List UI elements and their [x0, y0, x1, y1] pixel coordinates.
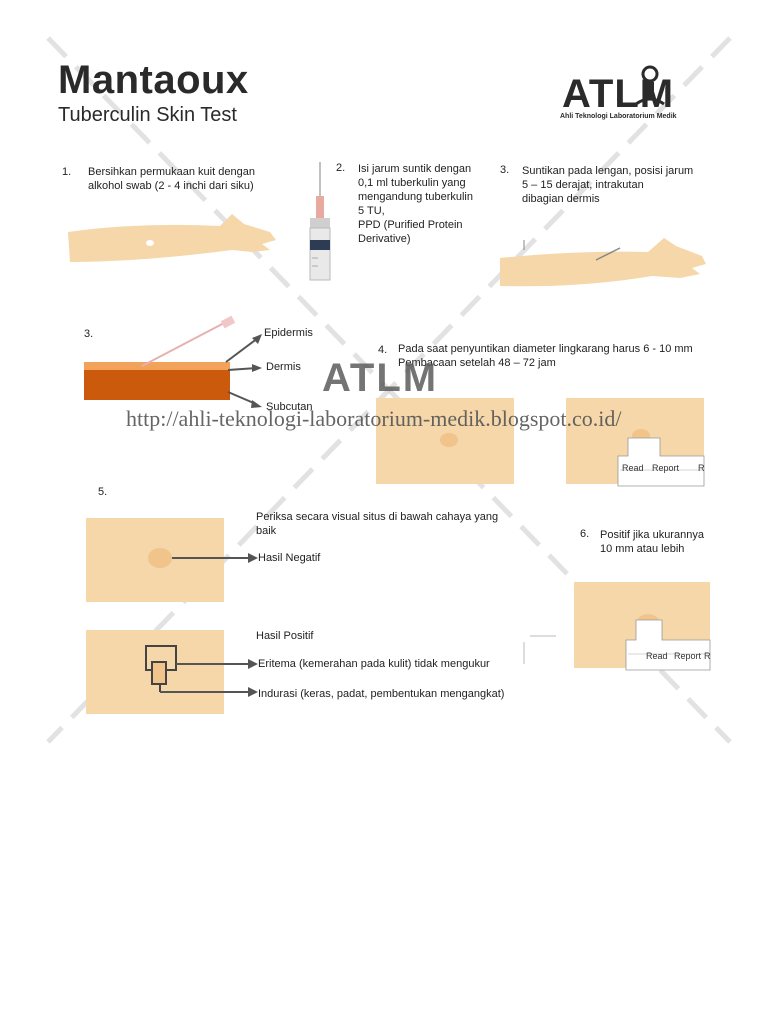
watermark-logo-text: ATLM	[322, 356, 439, 400]
step-6-line-1: Positif jika ukurannya	[600, 529, 704, 541]
erythema-label: Eritema (kemerahan pada kulit) tidak men…	[258, 658, 490, 670]
step-2-line-1: Isi jarum suntik dengan	[358, 163, 472, 175]
step-4-line-1: Pada saat penyuntikan diameter lingkaran…	[398, 343, 693, 355]
page-title: Mantaoux	[58, 58, 249, 102]
check-line-2: baik	[256, 525, 277, 537]
subcutan-label: Subcutan	[266, 401, 313, 413]
induration-label: Indurasi (keras, padat, pembentukan meng…	[258, 688, 505, 700]
ruler-read-label-1: Read	[622, 463, 644, 473]
step-5-number: 5.	[98, 486, 108, 498]
step-3-line-3: dibagian dermis	[522, 193, 600, 205]
step-3-line-1: Suntikan pada lengan, posisi jarum	[522, 165, 694, 177]
step-1-text: Bersihkan permukaan kuit dengan alkohol …	[88, 166, 255, 192]
ruler-end-label-1: R	[698, 463, 705, 473]
step-3-line-2: 5 – 15 derajat, intrakutan	[522, 179, 644, 191]
step-3b-number: 3.	[84, 328, 94, 340]
step-1-number: 1.	[62, 166, 72, 178]
page-subtitle: Tuberculin Skin Test	[58, 104, 237, 126]
ruler-read-label-2: Read	[646, 651, 668, 661]
step-4-number: 4.	[378, 344, 388, 356]
epidermis-label: Epidermis	[264, 327, 313, 339]
positive-result-title: Hasil Positif	[256, 630, 314, 642]
step-6-line-2: 10 mm atau lebih	[600, 543, 685, 555]
step-2-line-5: PPD (Purified Protein	[358, 219, 463, 231]
negative-result-label: Hasil Negatif	[258, 552, 321, 564]
step-2-number: 2.	[336, 162, 346, 174]
ruler-report-label-1: Report	[652, 463, 680, 473]
step-2-line-6: Derivative)	[358, 233, 411, 245]
ruler-end-label-2: R	[704, 651, 711, 661]
step-2-line-4: 5 TU,	[358, 205, 385, 217]
watermark-url: http://ahli-teknologi-laboratorium-medik…	[126, 406, 622, 431]
step-6-number: 6.	[580, 528, 590, 540]
check-line-1: Periksa secara visual situs di bawah cah…	[256, 511, 499, 523]
step-3-number: 3.	[500, 164, 510, 176]
step-2-line-3: mengandung tuberkulin	[358, 191, 473, 203]
ruler-report-label-2: Report	[674, 651, 702, 661]
step-2-line-2: 0,1 ml tuberkulin yang	[358, 177, 466, 189]
step-4-line-2: Pembacaan setelah 48 – 72 jam	[398, 357, 556, 369]
logo-tagline: Ahli Teknologi Laboratorium Medik	[560, 113, 677, 120]
dermis-label: Dermis	[266, 361, 301, 373]
